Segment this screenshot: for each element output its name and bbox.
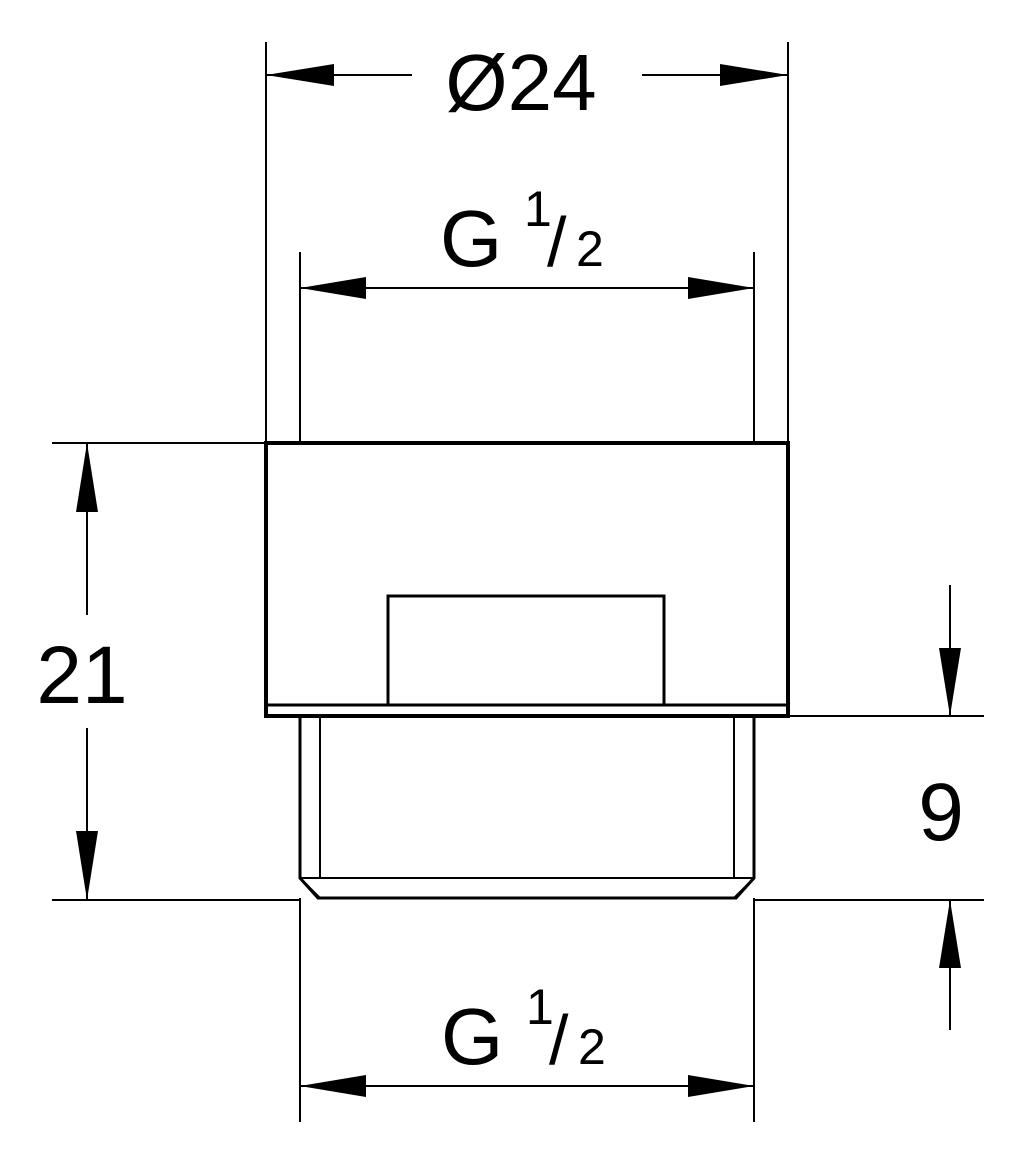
top-thread-G: G	[440, 194, 502, 283]
dimension-outer-diameter: Ø24	[266, 38, 788, 127]
arrowhead-right	[688, 277, 754, 299]
bottom-thread-denominator: 2	[578, 1019, 606, 1075]
arrowhead-right	[720, 64, 788, 86]
arrowhead-up	[76, 443, 98, 512]
bottom-thread-slash: /	[549, 1001, 569, 1079]
outer-diameter-label: Ø24	[445, 38, 596, 127]
dimension-bottom-thread: G 1 / 2	[300, 979, 754, 1097]
arrowhead-left	[266, 64, 334, 86]
upper-body	[264, 441, 790, 718]
arrowhead-right	[688, 1075, 754, 1097]
bottom-thread-G: G	[441, 992, 503, 1081]
extension-lines	[52, 42, 984, 1122]
total-height-label: 21	[36, 630, 127, 721]
arrowhead-left	[300, 1075, 366, 1097]
inner-recess	[386, 594, 666, 705]
arrowhead-down	[76, 831, 98, 900]
bottom-thread-numerator: 1	[526, 979, 554, 1035]
chamfer-left	[299, 877, 321, 899]
dimension-thread-length: 9	[918, 585, 964, 1030]
dimension-total-height: 21	[36, 443, 128, 900]
arrowhead-down	[939, 648, 961, 716]
arrowhead-left	[300, 277, 366, 299]
thread-spigot	[298, 716, 756, 900]
dimension-top-thread: G 1 / 2	[300, 181, 754, 299]
top-thread-numerator: 1	[524, 181, 552, 237]
top-thread-slash: /	[547, 203, 567, 281]
thread-length-label: 9	[918, 767, 964, 858]
chamfer-right	[733, 877, 755, 899]
arrowhead-up	[939, 900, 961, 968]
top-thread-denominator: 2	[576, 221, 604, 277]
part-outline	[264, 441, 790, 900]
